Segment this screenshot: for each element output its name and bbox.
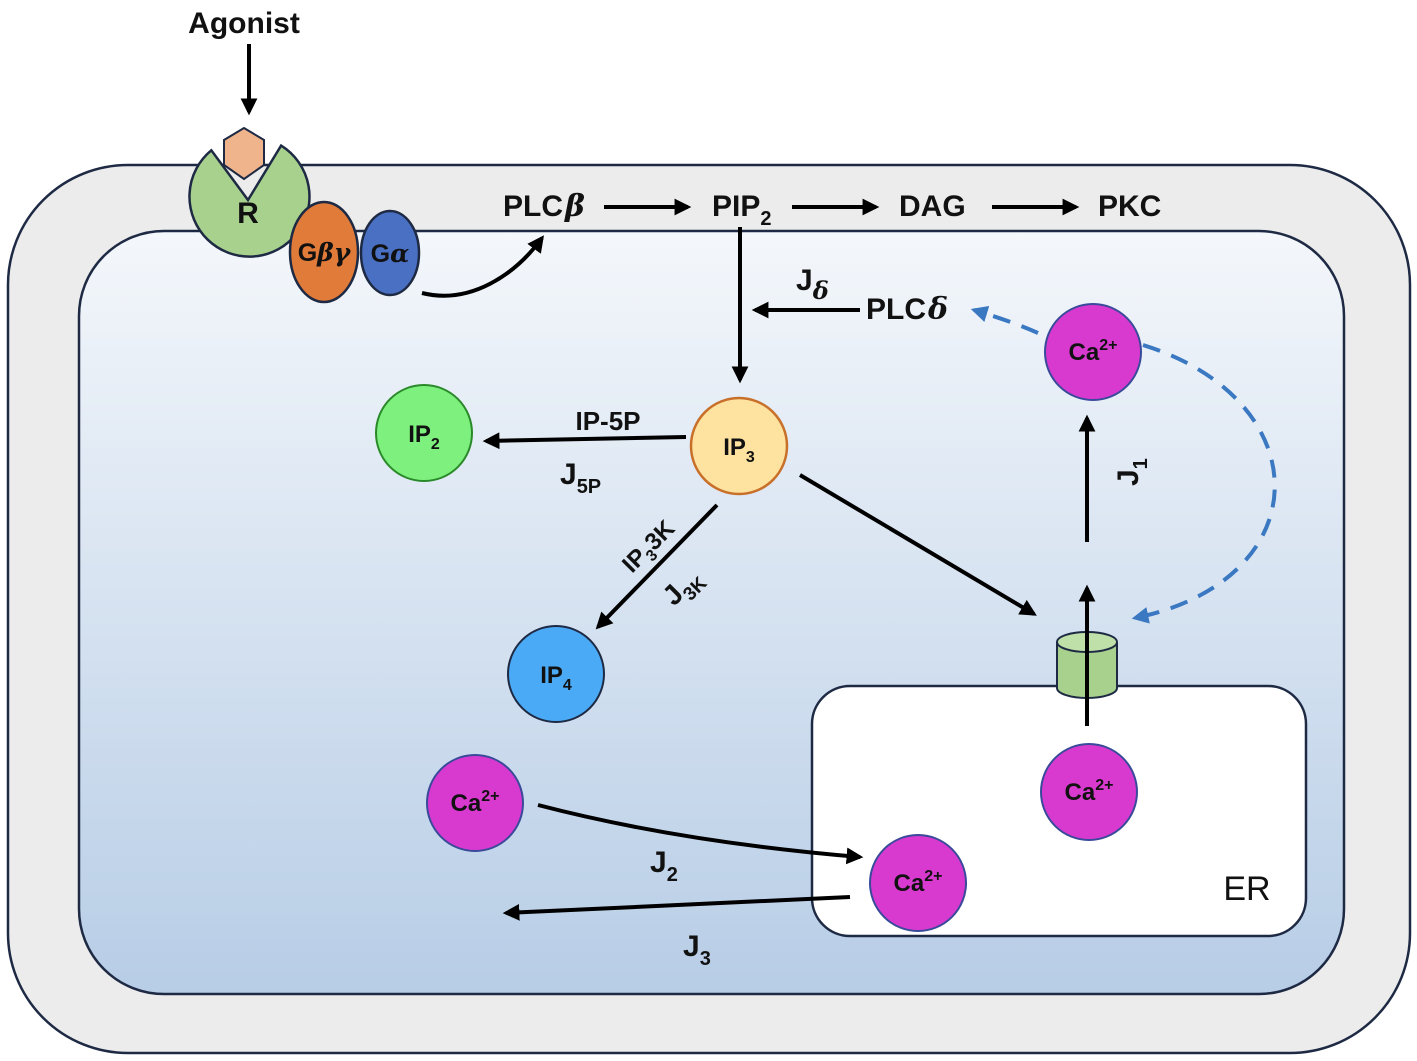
cytosolic-calcium-node	[1044, 303, 1142, 401]
ip5p-label: IP-5P	[575, 406, 640, 436]
j1-label: J1	[1112, 458, 1152, 486]
receptor	[188, 143, 311, 258]
g-alpha	[359, 209, 421, 297]
j2-label: J2	[650, 846, 678, 886]
g-alpha-label: Gα	[371, 239, 410, 268]
ip4-node	[507, 625, 605, 723]
j-delta-label: Jδ	[796, 264, 829, 305]
ip4-label: IP4	[540, 662, 572, 694]
ip3-to-ip4-arrow	[595, 503, 719, 630]
cytosolic-calcium-label-lower: Ca2+	[451, 788, 500, 817]
receptor-label: R	[237, 197, 259, 230]
g-beta-gamma	[288, 200, 360, 304]
j2-arrow	[537, 803, 864, 865]
plc-beta-label: PLCβ	[503, 189, 585, 224]
j3-arrow	[502, 895, 851, 921]
g-beta-gamma-label: Gβγ	[298, 238, 352, 267]
plc-delta-label: PLCδ	[866, 292, 948, 327]
pip2-label: PIP2	[712, 190, 771, 230]
er-calcium-label-upper: Ca2+	[1065, 777, 1114, 806]
dag-label: DAG	[899, 190, 966, 223]
er-calcium-node-upper	[1040, 743, 1138, 841]
agonist-label: Agonist	[188, 7, 300, 40]
cytosolic-calcium-label: Ca2+	[1069, 337, 1118, 366]
ip3-node	[689, 396, 789, 496]
er-calcium-label-lower: Ca2+	[894, 868, 943, 897]
ip2-label: IP2	[408, 421, 440, 453]
ligand-hexagon	[223, 126, 265, 181]
er-calcium-node-lower	[869, 834, 967, 932]
calcium-feedback-to-channel-arrow	[1131, 343, 1277, 624]
ip2-node	[375, 384, 473, 482]
ip3-label: IP3	[723, 434, 755, 466]
g-alpha-to-plc-beta-arrow	[421, 235, 544, 298]
pkc-label: PKC	[1098, 190, 1161, 223]
j5p-label: J5P	[560, 458, 601, 498]
er-label: ER	[1223, 870, 1270, 908]
cytosolic-calcium-node-lower	[426, 754, 524, 852]
calcium-feedback-to-plc-delta-arrow	[970, 305, 1039, 335]
ip3-to-ip2-arrow	[482, 432, 687, 450]
j3-label: J3	[683, 930, 711, 970]
ip3-to-channel-arrow	[798, 473, 1037, 616]
